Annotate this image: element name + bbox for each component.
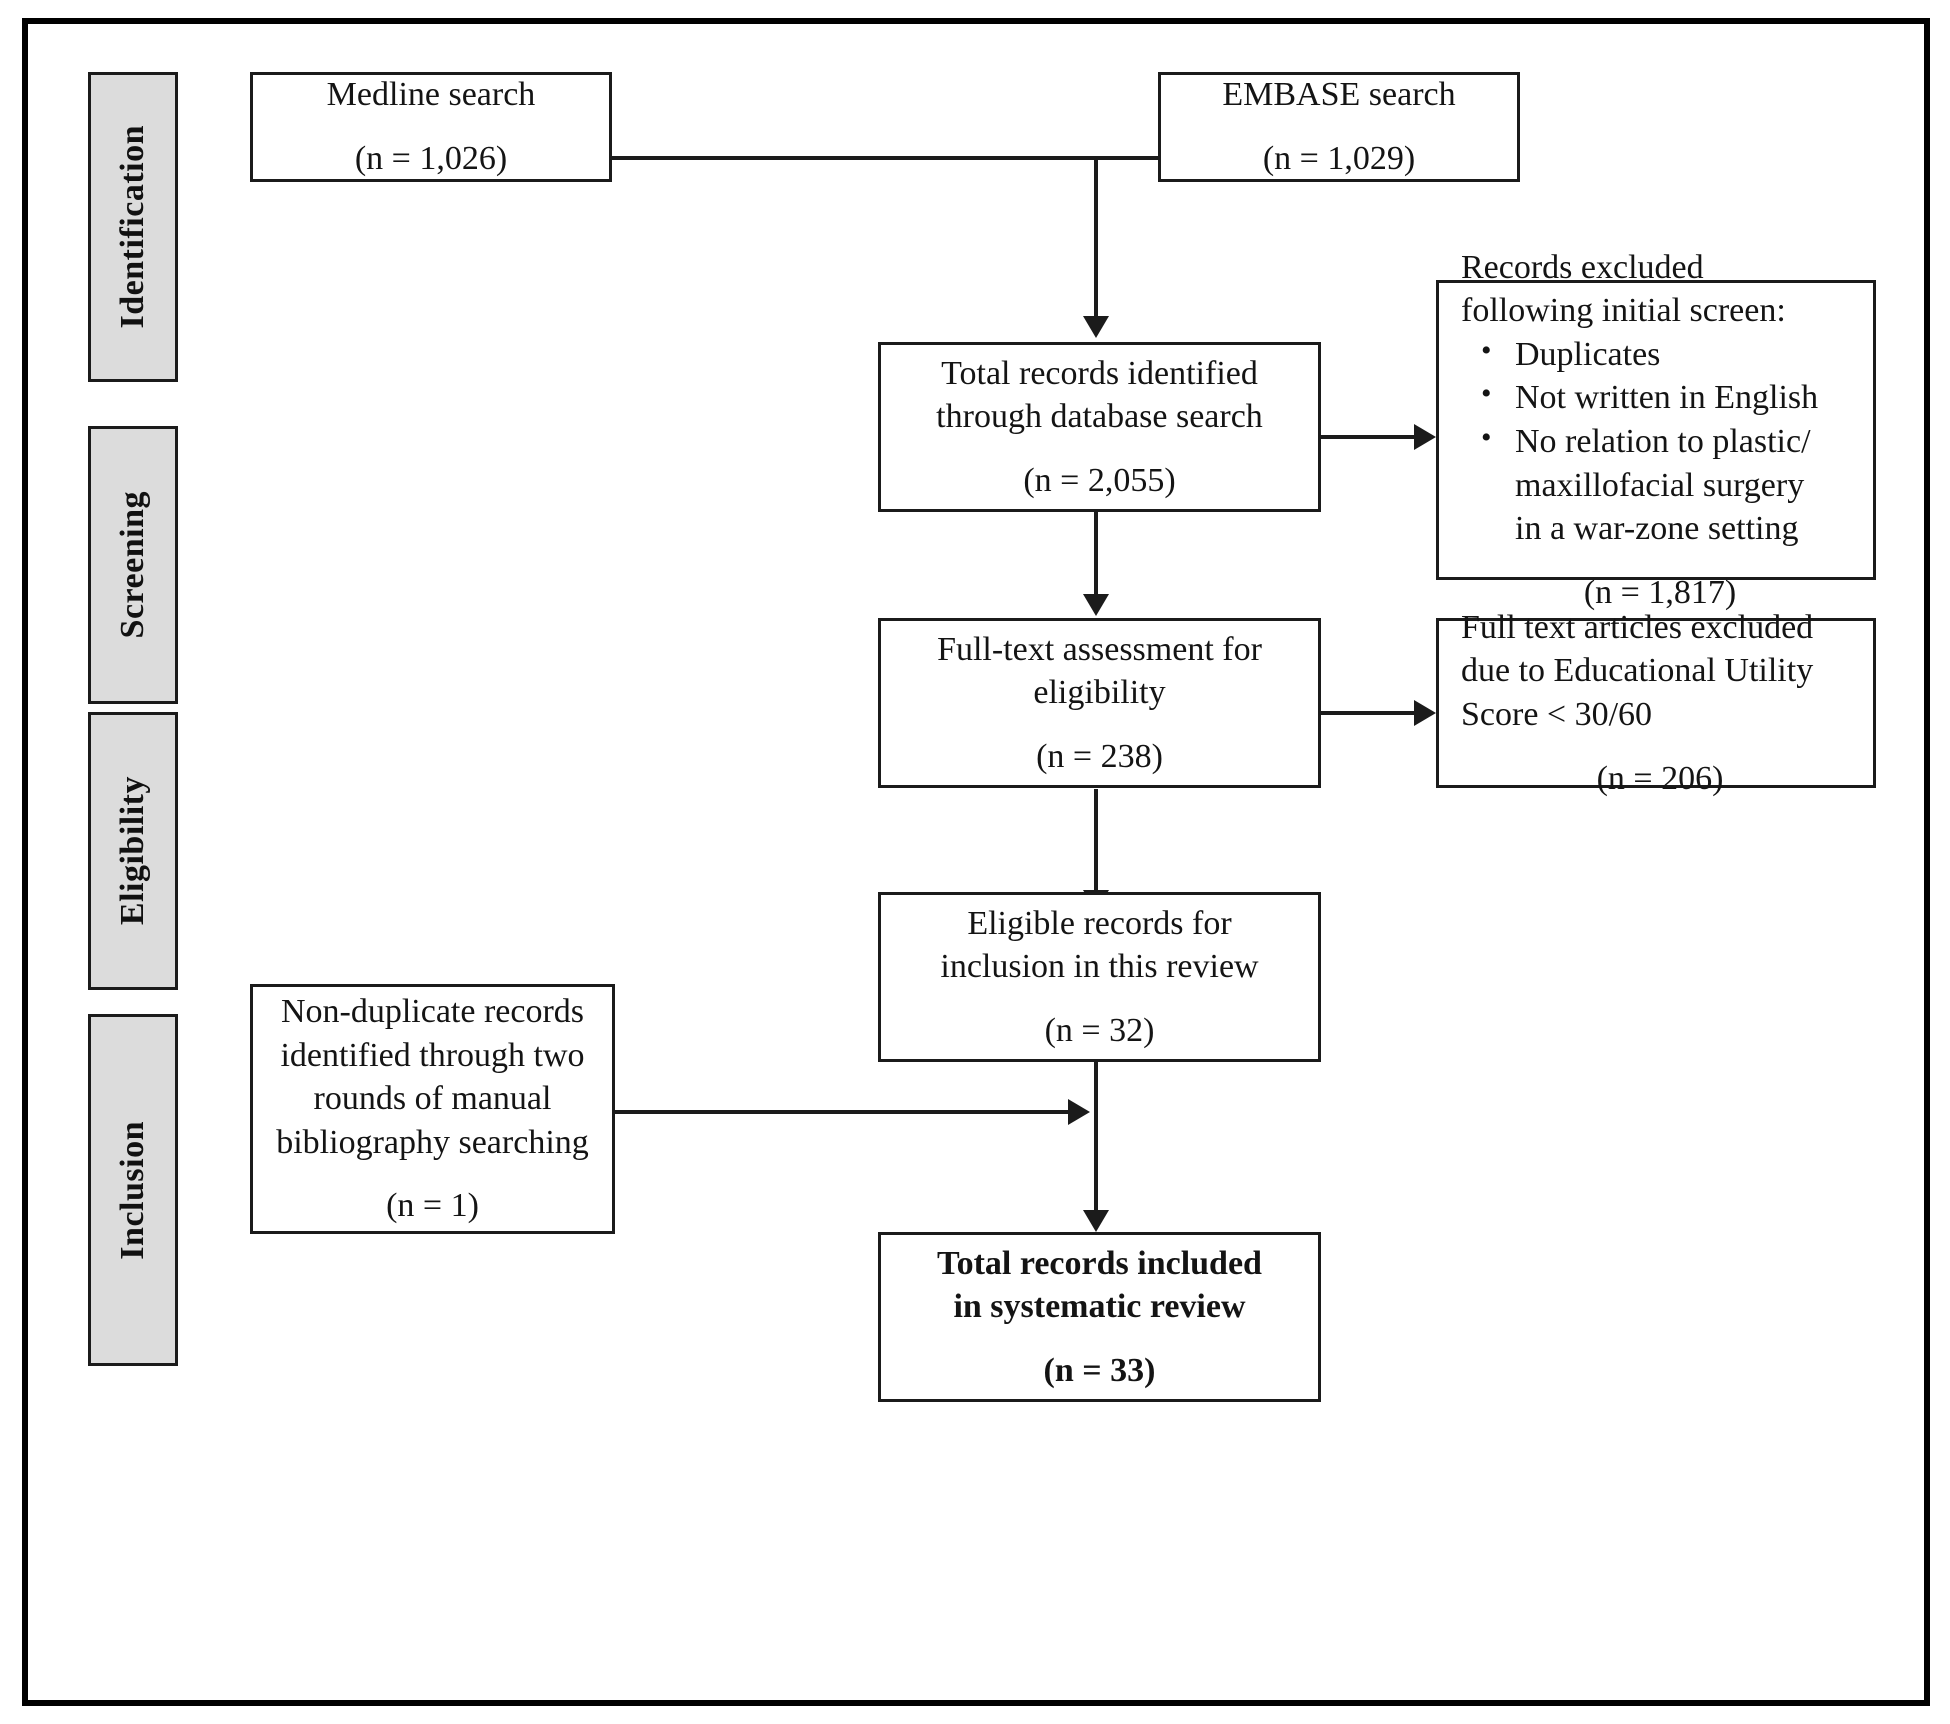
- box-eligible-line-2: inclusion in this review: [940, 948, 1259, 986]
- bullet-3-extra-1: maxillofacial surgery: [1515, 466, 1805, 504]
- box-non-duplicate-records: Non-duplicate records identified through…: [250, 984, 615, 1234]
- box-fulltext-excluded-count: (n = 206): [1596, 759, 1724, 797]
- connector-join-to-total-records: [1094, 156, 1098, 324]
- stage-label-eligibility: Eligibility: [114, 776, 151, 926]
- arrowhead-nonduplicate-to-trunk: [1068, 1099, 1090, 1125]
- box-medline-count: (n = 1,026): [354, 140, 508, 177]
- records-excluded-bullet-2: Not written in English: [1481, 375, 1913, 420]
- box-nonduplicate-line-2: identified through two: [280, 1036, 585, 1074]
- box-total-records-line-1: Total records identified: [941, 354, 1258, 392]
- box-records-excluded-line-1: Records excluded: [1461, 248, 1704, 286]
- box-nonduplicate-count: (n = 1): [386, 1187, 479, 1225]
- connector-eligible-to-total-included: [1094, 1061, 1098, 1221]
- arrowhead-to-total-records: [1083, 316, 1109, 338]
- box-embase-search: EMBASE search (n = 1,029): [1158, 72, 1520, 182]
- stage-label-identification: Identification: [114, 125, 151, 329]
- stage-box-inclusion: Inclusion: [88, 1014, 178, 1366]
- box-fulltext-line-1: Full-text assessment for: [937, 630, 1262, 668]
- box-embase-count: (n = 1,029): [1262, 140, 1416, 177]
- bullet-1-text: Duplicates: [1515, 335, 1661, 373]
- box-eligible-records: Eligible records for inclusion in this r…: [878, 892, 1321, 1062]
- box-nonduplicate-line-1: Non-duplicate records: [280, 993, 585, 1031]
- box-embase-line-1: EMBASE search: [1222, 76, 1456, 114]
- box-medline-search: Medline search (n = 1,026): [250, 72, 612, 182]
- stage-box-eligibility: Eligibility: [88, 712, 178, 990]
- box-nonduplicate-line-3: rounds of manual: [313, 1080, 552, 1118]
- box-medline-line-1: Medline search: [326, 76, 536, 114]
- arrowhead-to-fulltext: [1083, 594, 1109, 616]
- bullet-3-text: No relation to plastic/: [1515, 423, 1811, 460]
- box-eligible-line-1: Eligible records for: [967, 904, 1232, 942]
- arrowhead-to-records-excluded: [1414, 424, 1436, 450]
- box-fulltext-excluded-line-2: due to Educational Utility: [1461, 652, 1814, 690]
- records-excluded-bullet-1: Duplicates: [1481, 332, 1913, 377]
- box-fulltext-count: (n = 238): [1036, 737, 1163, 775]
- box-total-records-included: Total records included in systematic rev…: [878, 1232, 1321, 1402]
- records-excluded-bullet-list: Duplicates Not written in English No rel…: [1461, 332, 1913, 551]
- stage-box-screening: Screening: [88, 426, 178, 704]
- connector-fulltext-to-eligible: [1094, 789, 1098, 899]
- box-total-records-identified: Total records identified through databas…: [878, 342, 1321, 512]
- box-total-records-count: (n = 2,055): [1023, 461, 1176, 499]
- box-records-excluded: Records excluded following initial scree…: [1436, 249, 1876, 611]
- box-fulltext-excluded-line-3: Score < 30/60: [1461, 696, 1653, 733]
- stage-label-inclusion: Inclusion: [114, 1120, 151, 1260]
- stage-box-identification: Identification: [88, 72, 178, 382]
- box-fulltext-excluded-line-1: Full text articles excluded: [1461, 608, 1814, 646]
- box-total-included-count: (n = 33): [1043, 1351, 1156, 1389]
- box-eligible-count: (n = 32): [1044, 1011, 1155, 1049]
- bullet-2-text: Not written in English: [1515, 379, 1819, 417]
- connector-fulltext-to-excluded: [1321, 711, 1416, 715]
- connector-total-to-excluded: [1321, 435, 1416, 439]
- connector-medline-to-embase: [612, 156, 1162, 160]
- box-fulltext-line-2: eligibility: [1033, 674, 1166, 712]
- box-nonduplicate-line-4: bibliography searching: [276, 1123, 589, 1161]
- records-excluded-bullet-3: No relation to plastic/ maxillofacial su…: [1481, 419, 1913, 551]
- box-records-excluded-line-2: following initial screen:: [1461, 292, 1786, 330]
- box-total-included-line-1: Total records included: [937, 1244, 1262, 1282]
- figure-frame: Identification Screening Eligibility Inc…: [22, 18, 1930, 1706]
- connector-total-to-fulltext: [1094, 511, 1098, 601]
- arrowhead-to-total-included: [1083, 1210, 1109, 1232]
- stage-label-screening: Screening: [114, 491, 151, 639]
- bullet-3-extra-2: in a war-zone setting: [1515, 510, 1799, 548]
- arrowhead-to-fulltext-excluded: [1414, 700, 1436, 726]
- box-full-text-excluded: Full text articles excluded due to Educa…: [1436, 609, 1876, 797]
- box-total-included-line-2: in systematic review: [953, 1288, 1246, 1326]
- box-records-excluded-count: (n = 1,817): [1583, 573, 1737, 611]
- connector-nonduplicate-to-trunk: [615, 1110, 1070, 1114]
- box-total-records-line-2: through database search: [936, 398, 1263, 436]
- box-full-text-assessment: Full-text assessment for eligibility (n …: [878, 618, 1321, 788]
